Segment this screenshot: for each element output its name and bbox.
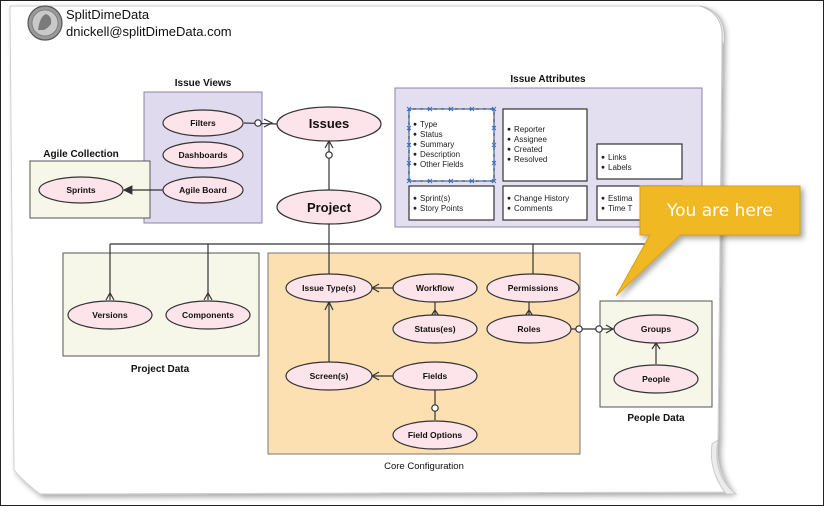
permissions-label: Permissions <box>508 283 559 293</box>
attr-bullet <box>601 196 605 200</box>
attr-item-agile: Sprint(s) <box>420 194 451 203</box>
callout-bubble <box>615 185 801 297</box>
attr-box-history <box>502 185 588 221</box>
attr-bullet <box>413 122 417 126</box>
filters-oval <box>162 109 244 137</box>
attr-item-core: Other Fields <box>420 160 464 169</box>
project-label: Project <box>307 200 352 215</box>
groups-label: Groups <box>641 324 671 334</box>
people-oval <box>613 364 699 394</box>
permissions-oval <box>486 273 580 303</box>
attr-item-history: Change History <box>514 194 569 203</box>
components-label: Components <box>182 310 234 320</box>
versions-oval <box>67 300 153 330</box>
core-configuration-title: Core Configuration <box>384 461 464 472</box>
attr-bullet <box>507 147 511 151</box>
attr-item-time: Estima <box>608 194 633 203</box>
filters-label: Filters <box>190 118 216 128</box>
agile-board-oval <box>162 176 244 204</box>
issue-types-label: Issue Type(s) <box>302 283 356 293</box>
attr-item-core: Type <box>420 120 438 129</box>
roles-label: Roles <box>517 324 540 334</box>
field-options-oval <box>392 420 478 450</box>
agile-collection-title: Agile Collection <box>43 149 119 160</box>
attr-box-links <box>596 143 683 180</box>
callout-text: You are here <box>666 201 773 221</box>
dashboards-label: Dashboards <box>178 150 227 160</box>
you-are-here-callout <box>615 185 801 297</box>
fields-oval <box>392 361 478 391</box>
attr-bullet <box>413 196 417 200</box>
groups-oval <box>613 314 699 344</box>
field-options-label: Field Options <box>408 430 463 440</box>
issue-views-title: Issue Views <box>175 78 232 89</box>
screens-label: Screen(s) <box>310 371 349 381</box>
selection-handles <box>406 106 497 184</box>
project-oval <box>276 189 382 225</box>
attr-bullet <box>413 142 417 146</box>
attr-box-agile <box>408 185 495 221</box>
versions-label: Versions <box>92 310 128 320</box>
paper-curl <box>699 5 725 47</box>
coin-avatar-icon <box>27 5 63 41</box>
attr-item-people: Reporter <box>514 125 545 134</box>
attr-item-history: Comments <box>514 204 553 213</box>
issue-attributes-title: Issue Attributes <box>510 74 586 85</box>
paper-curl-bottom <box>710 439 738 495</box>
attr-item-people: Assignee <box>514 135 547 144</box>
screens-oval <box>285 361 373 391</box>
attr-item-core: Description <box>420 150 460 159</box>
attr-box-core <box>408 108 495 182</box>
attr-bullet <box>507 157 511 161</box>
agile-board-label: Agile Board <box>179 185 227 195</box>
workflow-oval <box>392 273 478 303</box>
attr-bullet <box>413 162 417 166</box>
components-oval <box>165 300 251 330</box>
sprints-oval <box>38 176 124 204</box>
sprints-label: Sprints <box>66 185 96 195</box>
roles-oval <box>486 314 572 344</box>
statuses-oval <box>392 314 478 344</box>
attr-bullet <box>601 155 605 159</box>
attr-item-time: Time T <box>608 204 633 213</box>
attr-bullet <box>413 206 417 210</box>
attr-bullet <box>507 137 511 141</box>
attr-item-agile: Story Points <box>420 204 463 213</box>
issues-oval <box>276 106 382 142</box>
attr-bullet <box>413 152 417 156</box>
connector-ends <box>105 118 661 412</box>
attr-bullet <box>601 165 605 169</box>
project-data-title: Project Data <box>131 364 190 375</box>
issue-types-oval <box>285 273 373 303</box>
attr-item-people: Created <box>514 145 542 154</box>
attr-item-core: Status <box>420 130 443 139</box>
people-label: People <box>642 374 670 384</box>
attr-item-people: Resolved <box>514 155 547 164</box>
user-email[interactable]: dnickell@splitDimeData.com <box>66 24 232 39</box>
org-name: SplitDimeData <box>66 7 150 22</box>
attr-bullet <box>507 127 511 131</box>
dashboards-oval <box>162 141 244 169</box>
attr-bullet <box>413 132 417 136</box>
attr-box-people <box>502 108 588 182</box>
entity-ovals <box>38 106 699 450</box>
fields-label: Fields <box>423 371 448 381</box>
statuses-label: Status(es) <box>414 324 455 334</box>
attr-bullet <box>601 206 605 210</box>
attr-item-core: Summary <box>420 140 454 149</box>
issues-label: Issues <box>309 116 349 131</box>
people-data-title: People Data <box>627 413 685 424</box>
attr-bullet <box>507 206 511 210</box>
attr-bullet <box>507 196 511 200</box>
attr-item-links: Labels <box>608 163 632 172</box>
attr-item-links: Links <box>608 153 627 162</box>
workflow-label: Workflow <box>416 283 454 293</box>
